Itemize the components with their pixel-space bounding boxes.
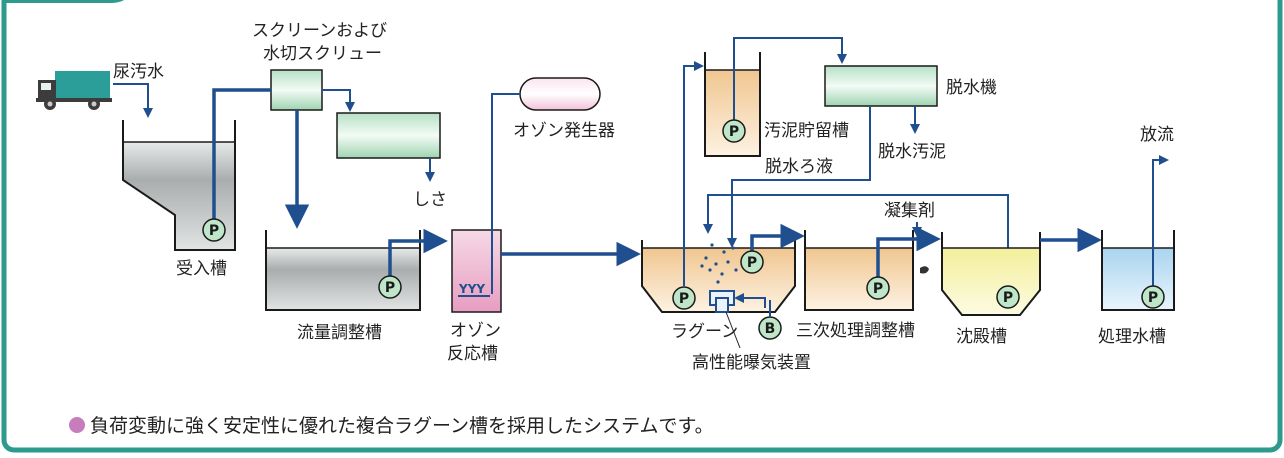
svg-text:P: P <box>385 280 395 296</box>
svg-text:YYY: YYY <box>458 282 485 296</box>
screen-unit <box>270 69 323 111</box>
label-discharge: 放流 <box>1140 125 1174 145</box>
svg-text:P: P <box>747 255 757 271</box>
dehydrator <box>824 65 938 107</box>
svg-text:P: P <box>1148 290 1158 306</box>
pipe-sludge-to-dehydrator <box>733 37 847 125</box>
bullet-icon <box>69 417 85 433</box>
pipe-ozone-supply <box>491 93 520 294</box>
pipe-flow-to-ozone <box>388 228 448 282</box>
label-aeration-device: 高性能曝気装置 <box>692 353 811 373</box>
settling-tank <box>941 232 1041 316</box>
blower-icon: B <box>758 316 782 340</box>
label-raw-sewage: 尿汚水 <box>113 62 164 82</box>
pump-icon: P <box>740 250 764 274</box>
pump-icon: P <box>722 119 746 143</box>
pipe-tertiary-to-settling <box>876 226 941 282</box>
ozone-generator <box>519 77 601 111</box>
label-lagoon: ラグーン <box>671 322 738 342</box>
tertiary-treatment-tank <box>804 230 914 311</box>
pipe-lagoon-to-sludge <box>683 61 704 286</box>
truck-icon <box>36 71 112 110</box>
label-screen-line2: 水切スクリュー <box>263 44 382 64</box>
pump-icon: P <box>866 276 890 300</box>
ozone-reactor: YYY <box>451 229 502 313</box>
pump-icon: P <box>378 275 402 299</box>
treated-water-tank <box>1101 230 1175 311</box>
label-receiving-tank: 受入槽 <box>176 259 227 279</box>
svg-text:P: P <box>873 281 883 297</box>
label-sludge-storage: 汚泥貯留槽 <box>764 121 849 141</box>
footnote-text: 負荷変動に強く安定性に優れた複合ラグーン槽を採用したシステムです。 <box>90 415 714 437</box>
raw-sewage-arrow <box>113 83 153 118</box>
pump-icon: P <box>1141 285 1165 309</box>
label-flow-adjust-tank: 流量調整槽 <box>297 323 382 343</box>
flow-adjust-tank <box>265 230 421 311</box>
label-ozone-reactor-line1: オゾン <box>450 321 501 341</box>
label-screenings: しさ <box>413 190 447 210</box>
pump-icon: P <box>672 286 696 310</box>
pipe-blower-to-aerator <box>734 293 766 308</box>
svg-text:P: P <box>679 291 689 307</box>
pump-icon: P <box>996 285 1020 309</box>
pipe-screen-to-screenings <box>322 89 355 112</box>
label-screen-line1: スクリーンおよび <box>252 21 387 41</box>
aerator-leader-line <box>725 311 741 349</box>
label-settling-tank: 沈殿槽 <box>956 327 1007 347</box>
label-dewatered-sludge: 脱水汚泥 <box>878 142 946 162</box>
pipe-settling-return <box>703 194 1009 290</box>
label-tertiary-tank: 三次処理調整槽 <box>796 321 915 341</box>
screenings-container <box>336 112 441 159</box>
label-treated-water-tank: 処理水槽 <box>1098 327 1166 347</box>
pipe-discharge <box>1152 155 1169 288</box>
label-dehydrator: 脱水機 <box>946 78 997 98</box>
svg-text:P: P <box>1003 290 1013 306</box>
pipe-receiving-to-screen <box>212 88 271 230</box>
svg-text:P: P <box>729 124 739 140</box>
pump-icon: P <box>202 218 226 242</box>
label-ozone-generator: オゾン発生器 <box>513 121 615 141</box>
label-coagulant: 凝集剤 <box>884 201 935 221</box>
svg-text:P: P <box>209 223 219 239</box>
label-ozone-reactor-line2: 反応槽 <box>447 344 498 364</box>
svg-text:B: B <box>765 321 776 337</box>
agitator-mark <box>920 266 929 274</box>
label-filtrate: 脱水ろ液 <box>765 157 833 177</box>
pipe-filtrate-return <box>727 106 871 248</box>
